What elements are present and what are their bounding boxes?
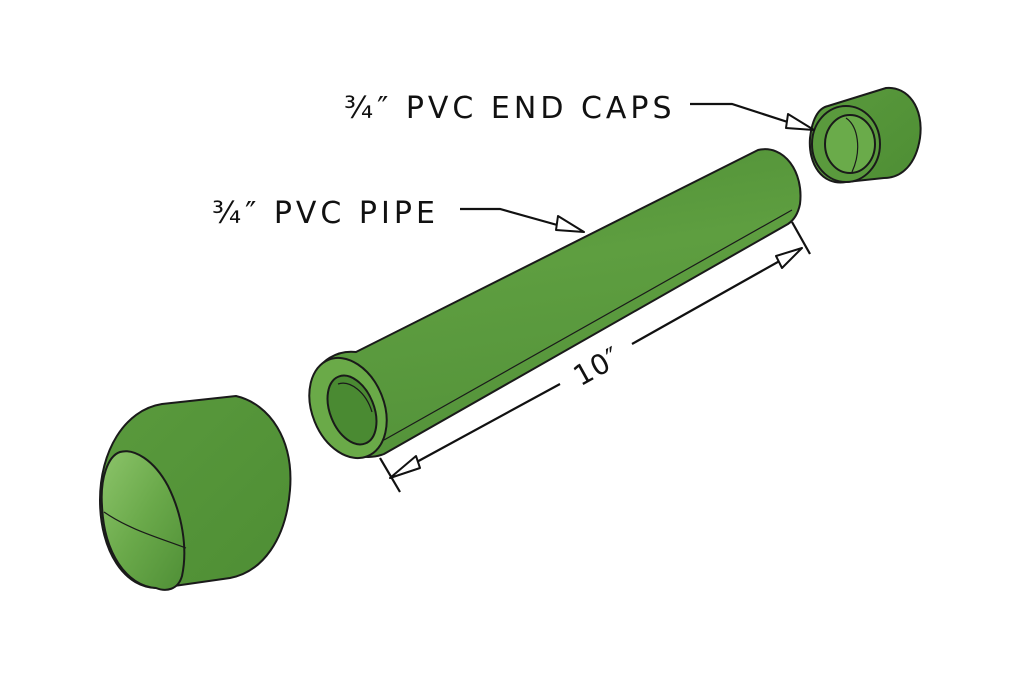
pipe-arrow: [555, 215, 585, 233]
length-label: 10″: [568, 340, 627, 393]
callout-end-caps: ¾″ PVC END CAPS: [344, 91, 815, 131]
extension-line-left: [379, 457, 401, 493]
end-caps-leader: [690, 102, 801, 128]
dimension-arrow-right: [775, 247, 803, 269]
end-caps-arrow: [785, 113, 815, 131]
end-cap-left: [99, 395, 292, 591]
end-caps-label: ¾″ PVC END CAPS: [344, 91, 676, 126]
dimension-arrow-left: [389, 455, 421, 479]
dimension-line-lower: [401, 383, 561, 471]
pipe-leader: [460, 207, 569, 230]
callout-pipe: ¾″ PVC PIPE: [212, 196, 585, 233]
end-cap-right: [808, 86, 922, 184]
dimension-line-upper: [631, 253, 793, 345]
extension-line-right: [791, 221, 811, 255]
pipe-label: ¾″ PVC PIPE: [212, 196, 439, 231]
pvc-pipe: [308, 148, 802, 460]
